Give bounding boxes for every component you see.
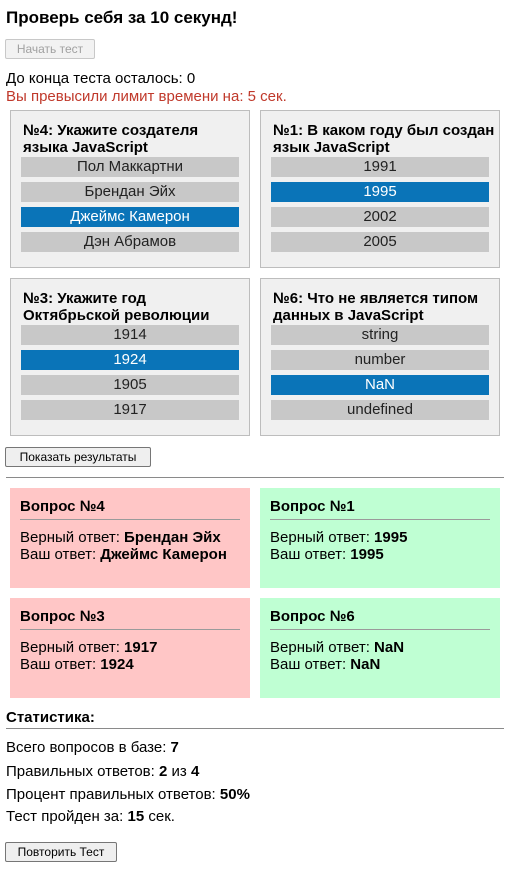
stats-heading: Статистика:: [6, 709, 95, 726]
answer-option[interactable]: number: [271, 350, 489, 370]
answer-option[interactable]: string: [271, 325, 489, 345]
question-card: №1: В каком году был создан язык JavaScr…: [260, 110, 500, 268]
answer-option-selected[interactable]: NaN: [271, 375, 489, 395]
result-title: Вопрос №1: [270, 498, 490, 520]
question-title: №4: Укажите создателя языка JavaScript: [23, 122, 199, 156]
repeat-test-button[interactable]: Повторить Тест: [5, 842, 117, 862]
correct-answer-line: Верный ответ: Брендан Эйх: [20, 529, 221, 546]
page-title: Проверь себя за 10 секунд!: [6, 8, 238, 27]
answer-option[interactable]: undefined: [271, 400, 489, 420]
answer-option[interactable]: 1905: [21, 375, 239, 395]
answer-option[interactable]: 1917: [21, 400, 239, 420]
divider: [6, 477, 504, 478]
result-card-wrong: Вопрос №4 Верный ответ: Брендан Эйх Ваш …: [10, 488, 250, 588]
correct-answer-line: Верный ответ: NaN: [270, 639, 405, 656]
result-title: Вопрос №4: [20, 498, 240, 520]
result-title: Вопрос №6: [270, 608, 490, 630]
question-title: №6: Что не является типом данных в JavaS…: [273, 290, 479, 324]
answer-option-selected[interactable]: 1924: [21, 350, 239, 370]
correct-answer-line: Верный ответ: 1917: [20, 639, 158, 656]
answer-option[interactable]: 2005: [271, 232, 489, 252]
your-answer-line: Ваш ответ: 1995: [270, 546, 384, 563]
your-answer-line: Ваш ответ: NaN: [270, 656, 381, 673]
correct-answer-line: Верный ответ: 1995: [270, 529, 408, 546]
your-answer-line: Ваш ответ: 1924: [20, 656, 134, 673]
stats-time: Тест пройден за: 15 сек.: [6, 808, 175, 825]
question-card: №4: Укажите создателя языка JavaScript П…: [10, 110, 250, 268]
question-title: №3: Укажите год Октябрьской революции: [23, 290, 210, 324]
overtime-text: Вы превысили лимит времени на: 5 сек.: [6, 88, 287, 105]
result-card-right: Вопрос №1 Верный ответ: 1995 Ваш ответ: …: [260, 488, 500, 588]
answer-option[interactable]: 1991: [271, 157, 489, 177]
result-card-right: Вопрос №6 Верный ответ: NaN Ваш ответ: N…: [260, 598, 500, 698]
answer-option[interactable]: Брендан Эйх: [21, 182, 239, 202]
stats-total: Всего вопросов в базе: 7: [6, 739, 179, 756]
start-test-button[interactable]: Начать тест: [5, 39, 95, 59]
stats-correct: Правильных ответов: 2 из 4: [6, 763, 200, 780]
show-results-button[interactable]: Показать результаты: [5, 447, 151, 467]
result-card-wrong: Вопрос №3 Верный ответ: 1917 Ваш ответ: …: [10, 598, 250, 698]
question-title: №1: В каком году был создан язык JavaScr…: [273, 122, 495, 156]
question-card: №6: Что не является типом данных в JavaS…: [260, 278, 500, 436]
result-title: Вопрос №3: [20, 608, 240, 630]
answer-option[interactable]: 1914: [21, 325, 239, 345]
answer-option-selected[interactable]: Джеймс Камерон: [21, 207, 239, 227]
your-answer-line: Ваш ответ: Джеймс Камерон: [20, 546, 227, 563]
answer-option[interactable]: Пол Маккартни: [21, 157, 239, 177]
timer-text: До конца теста осталось: 0: [6, 70, 196, 87]
answer-option[interactable]: Дэн Абрамов: [21, 232, 239, 252]
question-card: №3: Укажите год Октябрьской революции 19…: [10, 278, 250, 436]
stats-percent: Процент правильных ответов: 50%: [6, 786, 250, 803]
answer-option-selected[interactable]: 1995: [271, 182, 489, 202]
divider: [6, 728, 504, 729]
answer-option[interactable]: 2002: [271, 207, 489, 227]
